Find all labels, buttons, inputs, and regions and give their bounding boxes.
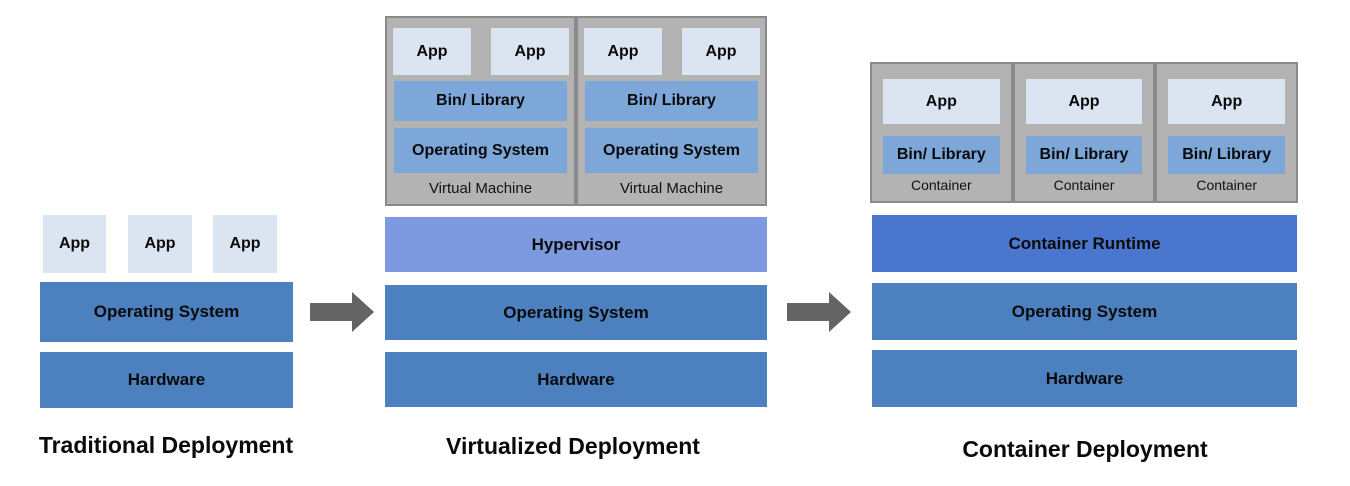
container-label: Container: [1053, 177, 1115, 193]
container-label: Container: [1196, 177, 1258, 193]
container-app-box: App: [883, 79, 1000, 124]
traditional-hardware-layer: Hardware: [40, 352, 293, 408]
traditional-app-box: App: [213, 215, 277, 273]
container-box: App Bin/ Library Container: [870, 62, 1013, 203]
virtual-machine-box: App App Bin/ Library Operating System Vi…: [576, 16, 767, 206]
vm-os-layer: Operating System: [394, 128, 567, 173]
container-bin-library-layer: Bin/ Library: [883, 136, 1000, 174]
virtualized-title: Virtualized Deployment: [446, 433, 700, 459]
container-os-layer: Operating System: [872, 283, 1297, 340]
vm-bin-library-layer: Bin/ Library: [394, 81, 567, 121]
vm-bin-library-layer: Bin/ Library: [585, 81, 758, 121]
traditional-title: Traditional Deployment: [38, 432, 294, 458]
container-hardware-layer: Hardware: [872, 350, 1297, 407]
vm-group: App App Bin/ Library Operating System Vi…: [385, 16, 767, 206]
container-bin-library-layer: Bin/ Library: [1168, 136, 1286, 174]
virtual-machine-label: Virtual Machine: [428, 180, 533, 197]
container-box: App Bin/ Library Container: [1155, 62, 1299, 203]
virtualized-hardware-layer: Hardware: [385, 352, 767, 407]
container-app-box: App: [1025, 79, 1143, 124]
container-app-box: App: [1168, 79, 1286, 124]
vm-app-box: App: [682, 28, 760, 75]
traditional-app-box: App: [128, 215, 192, 273]
virtual-machine-box: App App Bin/ Library Operating System Vi…: [385, 16, 576, 206]
vm-os-layer: Operating System: [585, 128, 758, 173]
vm-app-box: App: [584, 28, 662, 75]
hypervisor-layer: Hypervisor: [385, 217, 767, 272]
container-bin-library-layer: Bin/ Library: [1025, 136, 1143, 174]
vm-app-box: App: [491, 28, 569, 75]
arrow-right-icon: [310, 292, 374, 332]
virtualized-os-layer: Operating System: [385, 285, 767, 340]
traditional-app-box: App: [43, 215, 106, 273]
arrow-right-icon: [787, 292, 851, 332]
traditional-os-layer: Operating System: [40, 282, 293, 342]
container-label: Container: [910, 177, 972, 193]
container-group: App Bin/ Library Container App Bin/ Libr…: [870, 62, 1299, 203]
virtual-machine-label: Virtual Machine: [619, 180, 724, 197]
container-runtime-layer: Container Runtime: [872, 215, 1297, 272]
container-box: App Bin/ Library Container: [1012, 62, 1156, 203]
container-title: Container Deployment: [962, 436, 1208, 462]
vm-app-box: App: [393, 28, 471, 75]
